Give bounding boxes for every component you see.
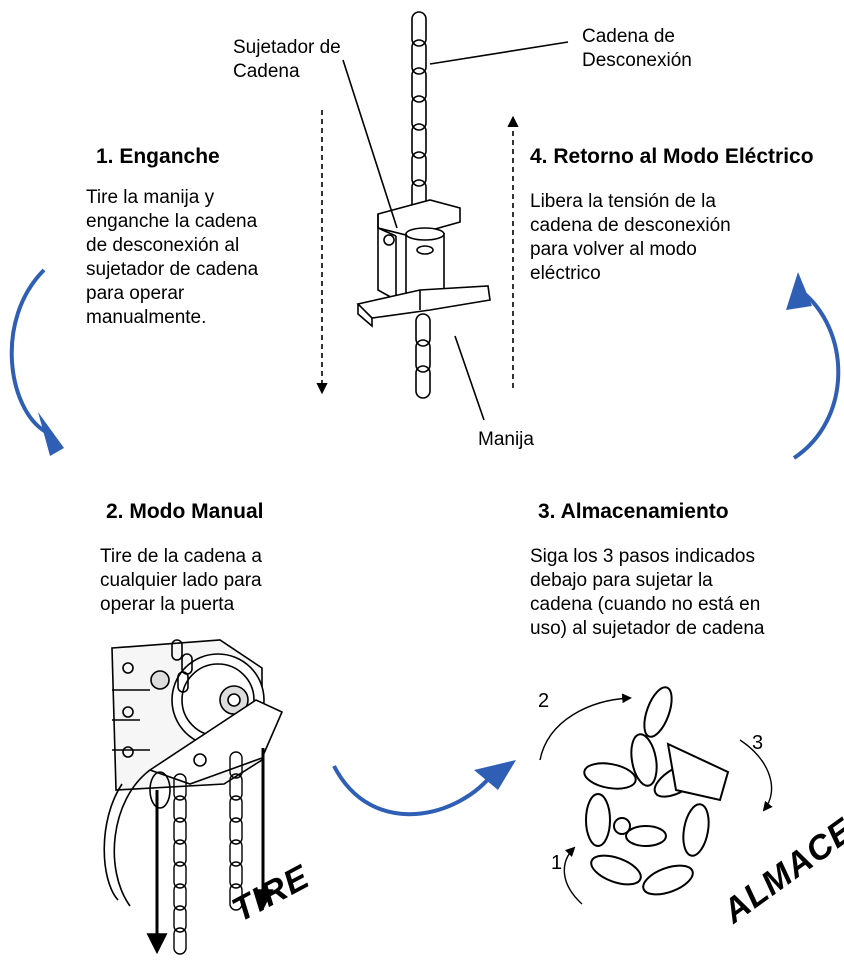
step-2-title: 2. Modo Manual bbox=[106, 500, 264, 523]
hand-chain-right bbox=[229, 751, 243, 911]
flow-arrow-1-to-2 bbox=[9, 268, 64, 456]
leader-sujetador bbox=[342, 59, 398, 229]
storage-step-1: 1 bbox=[551, 852, 563, 874]
release-chain-lower bbox=[415, 313, 431, 399]
flow-arrow-2-to-3 bbox=[332, 760, 516, 817]
release-cylinder bbox=[405, 227, 445, 295]
release-handle bbox=[356, 285, 491, 328]
release-chain-drawing bbox=[342, 11, 569, 421]
label-cadena-desconexion: Cadena de Desconexión bbox=[582, 26, 692, 71]
step-4-title: 4. Retorno al Modo Eléctrico bbox=[530, 145, 814, 168]
operator-drawing bbox=[103, 639, 284, 907]
drive-chain bbox=[171, 639, 193, 693]
step-1-body: Tire la manija y enganche la cadena de d… bbox=[86, 187, 259, 328]
step-3-body: Siga los 3 pasos indicados debajo para s… bbox=[530, 546, 765, 639]
chain-keeper-bracket bbox=[377, 199, 461, 302]
step-4-body: Libera la tensión de la cadena de descon… bbox=[530, 191, 731, 284]
release-chain-upper bbox=[411, 11, 427, 215]
flow-arrow-3-to-4 bbox=[786, 272, 841, 460]
label-manija: Manija bbox=[478, 429, 534, 450]
storage-step-2: 2 bbox=[538, 690, 550, 712]
storage-arrow-1 bbox=[563, 846, 583, 905]
step-3-title: 3. Almacenamiento bbox=[538, 500, 729, 523]
step-1-title: 1. Enganche bbox=[96, 145, 220, 168]
hand-chain-left bbox=[173, 773, 187, 955]
label-sujetador: Sujetador de Cadena bbox=[233, 37, 341, 82]
storage-step-3: 3 bbox=[752, 732, 764, 754]
storage-arrow-2 bbox=[539, 693, 632, 761]
leader-manija bbox=[454, 335, 485, 421]
step-2-body: Tire de la cadena a cualquier lado para … bbox=[100, 546, 262, 615]
leader-cadena bbox=[429, 41, 569, 65]
storage-arrow-3 bbox=[739, 739, 773, 812]
coiled-chain-drawing bbox=[539, 686, 773, 905]
